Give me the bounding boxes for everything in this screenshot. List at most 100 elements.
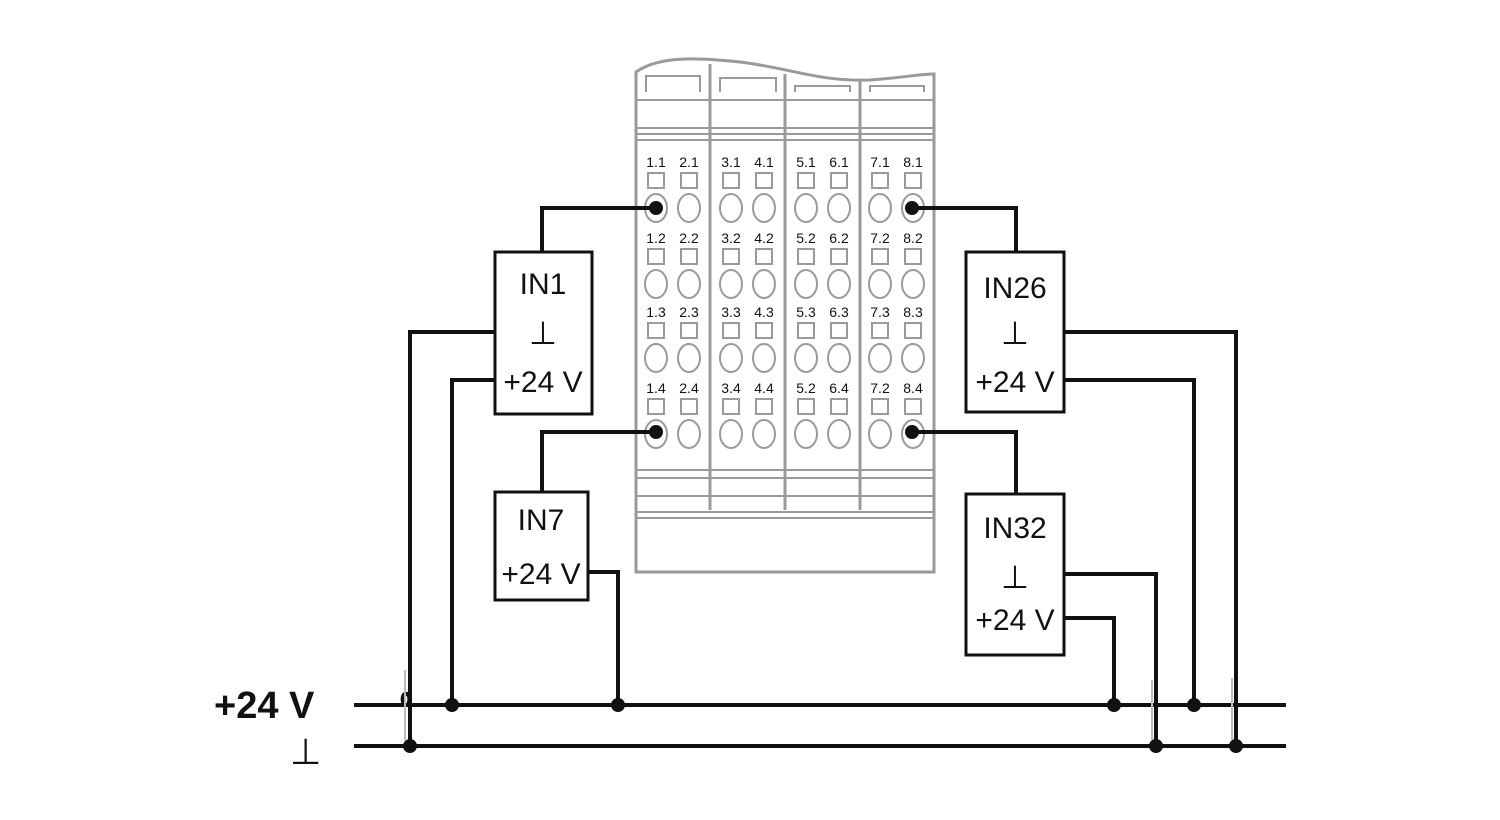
terminal-opening: [827, 269, 851, 299]
wire-in1-supply: [450, 378, 495, 705]
terminal-push-button: [904, 322, 922, 339]
terminal-label: 8.3: [903, 304, 923, 320]
terminal-opening: [868, 193, 892, 223]
terminal-push-button: [647, 172, 665, 189]
rails: +24 V ⊥: [214, 670, 1286, 773]
terminal-label: 2.3: [679, 304, 699, 320]
terminal-label: 7.2: [870, 230, 890, 246]
terminal-push-button: [755, 398, 773, 415]
terminal-opening: [794, 193, 818, 223]
wires: [408, 206, 1238, 746]
terminal-label: 3.1: [721, 154, 741, 170]
junction-dot: [905, 425, 919, 439]
terminal-push-button: [871, 248, 889, 265]
terminal-opening: [719, 343, 743, 373]
terminal-push-button: [680, 172, 698, 189]
terminal-push-button: [755, 172, 773, 189]
terminal-label: 4.3: [754, 304, 774, 320]
terminal-push-button: [722, 172, 740, 189]
junction-dot: [649, 425, 663, 439]
wire-in1-signal: [540, 206, 656, 252]
terminal-label: 7.3: [870, 304, 890, 320]
terminal-opening: [677, 193, 701, 223]
ground-symbol: ⊥: [290, 732, 321, 773]
terminal-opening: [752, 419, 776, 449]
terminal-push-button: [830, 248, 848, 265]
terminal-push-button: [797, 248, 815, 265]
junctions: [403, 201, 1243, 753]
wire-in7-supply: [588, 570, 620, 705]
terminal-push-button: [797, 398, 815, 415]
junction-dot: [1107, 698, 1121, 712]
terminal-opening: [677, 419, 701, 449]
terminal-label: 7.1: [870, 154, 890, 170]
terminal-label: 5.2: [796, 230, 816, 246]
terminal-opening: [827, 193, 851, 223]
device-in1-supply-label: +24 V: [503, 366, 582, 399]
terminal-push-button: [647, 322, 665, 339]
terminal-opening: [719, 193, 743, 223]
terminal-push-button: [871, 398, 889, 415]
terminal-label: 6.2: [829, 230, 849, 246]
device-in1: IN1 ⊥ +24 V: [493, 250, 594, 416]
terminal-opening: [901, 343, 925, 373]
wire-in32-ground: [1064, 572, 1158, 746]
terminal-opening: [644, 269, 668, 299]
terminal-label: 2.4: [679, 380, 699, 396]
junction-dot: [1187, 698, 1201, 712]
terminal-push-button: [680, 322, 698, 339]
terminal-push-button: [680, 248, 698, 265]
device-in1-ground-symbol: ⊥: [529, 314, 557, 352]
terminal-opening: [868, 269, 892, 299]
device-in26-supply-label: +24 V: [975, 366, 1054, 399]
wire-in26-ground: [1064, 330, 1238, 746]
terminal-label: 7.2: [870, 380, 890, 396]
terminal-label: 6.1: [829, 154, 849, 170]
terminal-push-button: [755, 248, 773, 265]
junction-dot: [445, 698, 459, 712]
terminal-opening: [827, 419, 851, 449]
terminal-opening: [794, 343, 818, 373]
terminal-push-button: [830, 398, 848, 415]
terminal-label: 8.1: [903, 154, 923, 170]
terminal-opening: [677, 343, 701, 373]
junction-dot: [1229, 739, 1243, 753]
terminal-label: 1.1: [646, 154, 666, 170]
terminal-push-button: [904, 172, 922, 189]
terminal-label: 1.3: [646, 304, 666, 320]
terminal-push-button: [647, 398, 665, 415]
terminal-push-button: [904, 398, 922, 415]
device-in32-name: IN32: [983, 512, 1046, 545]
terminal-push-button: [830, 172, 848, 189]
terminal-label: 5.3: [796, 304, 816, 320]
terminal-label: 4.1: [754, 154, 774, 170]
terminal-push-button: [871, 322, 889, 339]
terminal-push-button: [830, 322, 848, 339]
terminal-opening: [794, 269, 818, 299]
terminal-push-button: [904, 248, 922, 265]
device-in7: IN7 +24 V: [493, 490, 590, 602]
wire-in7-signal: [540, 430, 656, 492]
terminal-label: 6.4: [829, 380, 849, 396]
terminal-label: 4.4: [754, 380, 774, 396]
junction-dot: [403, 739, 417, 753]
device-in1-name: IN1: [520, 268, 567, 301]
terminal-push-button: [722, 398, 740, 415]
terminal-label: 1.4: [646, 380, 666, 396]
terminal-label: 5.2: [796, 380, 816, 396]
terminal-label: 3.2: [721, 230, 741, 246]
terminal-label: 5.1: [796, 154, 816, 170]
terminal-label: 1.2: [646, 230, 666, 246]
terminal-label: 3.4: [721, 380, 741, 396]
device-in32: IN32 ⊥ +24 V: [964, 492, 1066, 657]
terminal-push-button: [871, 172, 889, 189]
wire-in26-signal: [912, 206, 1018, 252]
terminal-opening: [901, 269, 925, 299]
device-in7-supply-label: +24 V: [501, 558, 580, 591]
terminal-push-button: [722, 322, 740, 339]
device-in7-name: IN7: [518, 504, 565, 537]
junction-dot: [905, 201, 919, 215]
terminal-label: 8.4: [903, 380, 923, 396]
